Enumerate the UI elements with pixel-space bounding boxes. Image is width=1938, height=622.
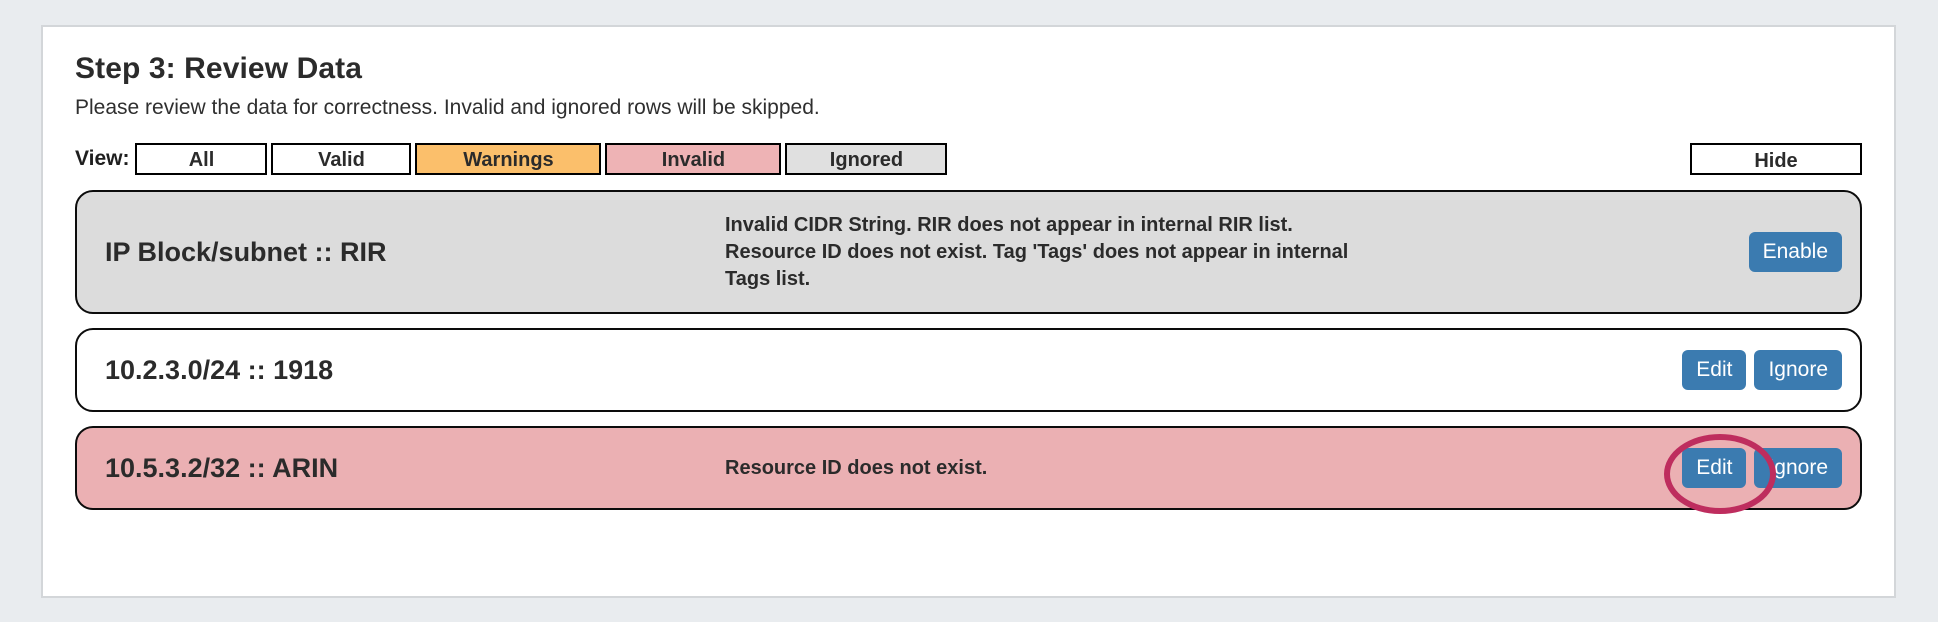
filter-button-all[interactable]: All (135, 143, 268, 176)
row-actions: Enable (1748, 232, 1842, 273)
filter-button-valid[interactable]: Valid (271, 143, 412, 176)
table-row[interactable]: IP Block/subnet :: RIR Invalid CIDR Stri… (75, 190, 1862, 315)
ignore-button[interactable]: Ignore (1754, 448, 1842, 489)
page-description: Please review the data for correctness. … (75, 96, 820, 119)
row-validation-message: Invalid CIDR String. RIR does not appear… (725, 213, 1349, 290)
enable-button[interactable]: Enable (1748, 232, 1842, 273)
view-label: View: (75, 147, 130, 171)
table-row[interactable]: 10.2.3.0/24 :: 1918 Edit Ignore (75, 328, 1862, 413)
edit-button[interactable]: Edit (1682, 350, 1747, 391)
filter-button-warnings[interactable]: Warnings (415, 143, 602, 176)
filter-button-ignored[interactable]: Ignored (785, 143, 948, 176)
filter-button-invalid[interactable]: Invalid (605, 143, 782, 176)
row-label: 10.2.3.0/24 :: 1918 (105, 354, 334, 385)
row-label: IP Block/subnet :: RIR (105, 236, 387, 267)
page-title: Step 3: Review Data (75, 52, 363, 85)
row-actions: Edit Ignore (1664, 434, 1842, 515)
hide-button[interactable]: Hide (1690, 143, 1862, 176)
row-validation-message: Resource ID does not exist. (725, 456, 988, 479)
edit-button[interactable]: Edit (1682, 448, 1747, 489)
filter-bar: View: All Valid Warnings Invalid Ignored… (75, 142, 1862, 176)
ignore-button[interactable]: Ignore (1754, 350, 1842, 391)
review-data-card: Step 3: Review Data Please review the da… (41, 25, 1896, 598)
row-label: 10.5.3.2/32 :: ARIN (105, 452, 339, 483)
data-row-list: IP Block/subnet :: RIR Invalid CIDR Stri… (75, 190, 1862, 515)
row-actions: Edit Ignore (1682, 350, 1842, 391)
table-row[interactable]: 10.5.3.2/32 :: ARIN Resource ID does not… (75, 426, 1862, 515)
